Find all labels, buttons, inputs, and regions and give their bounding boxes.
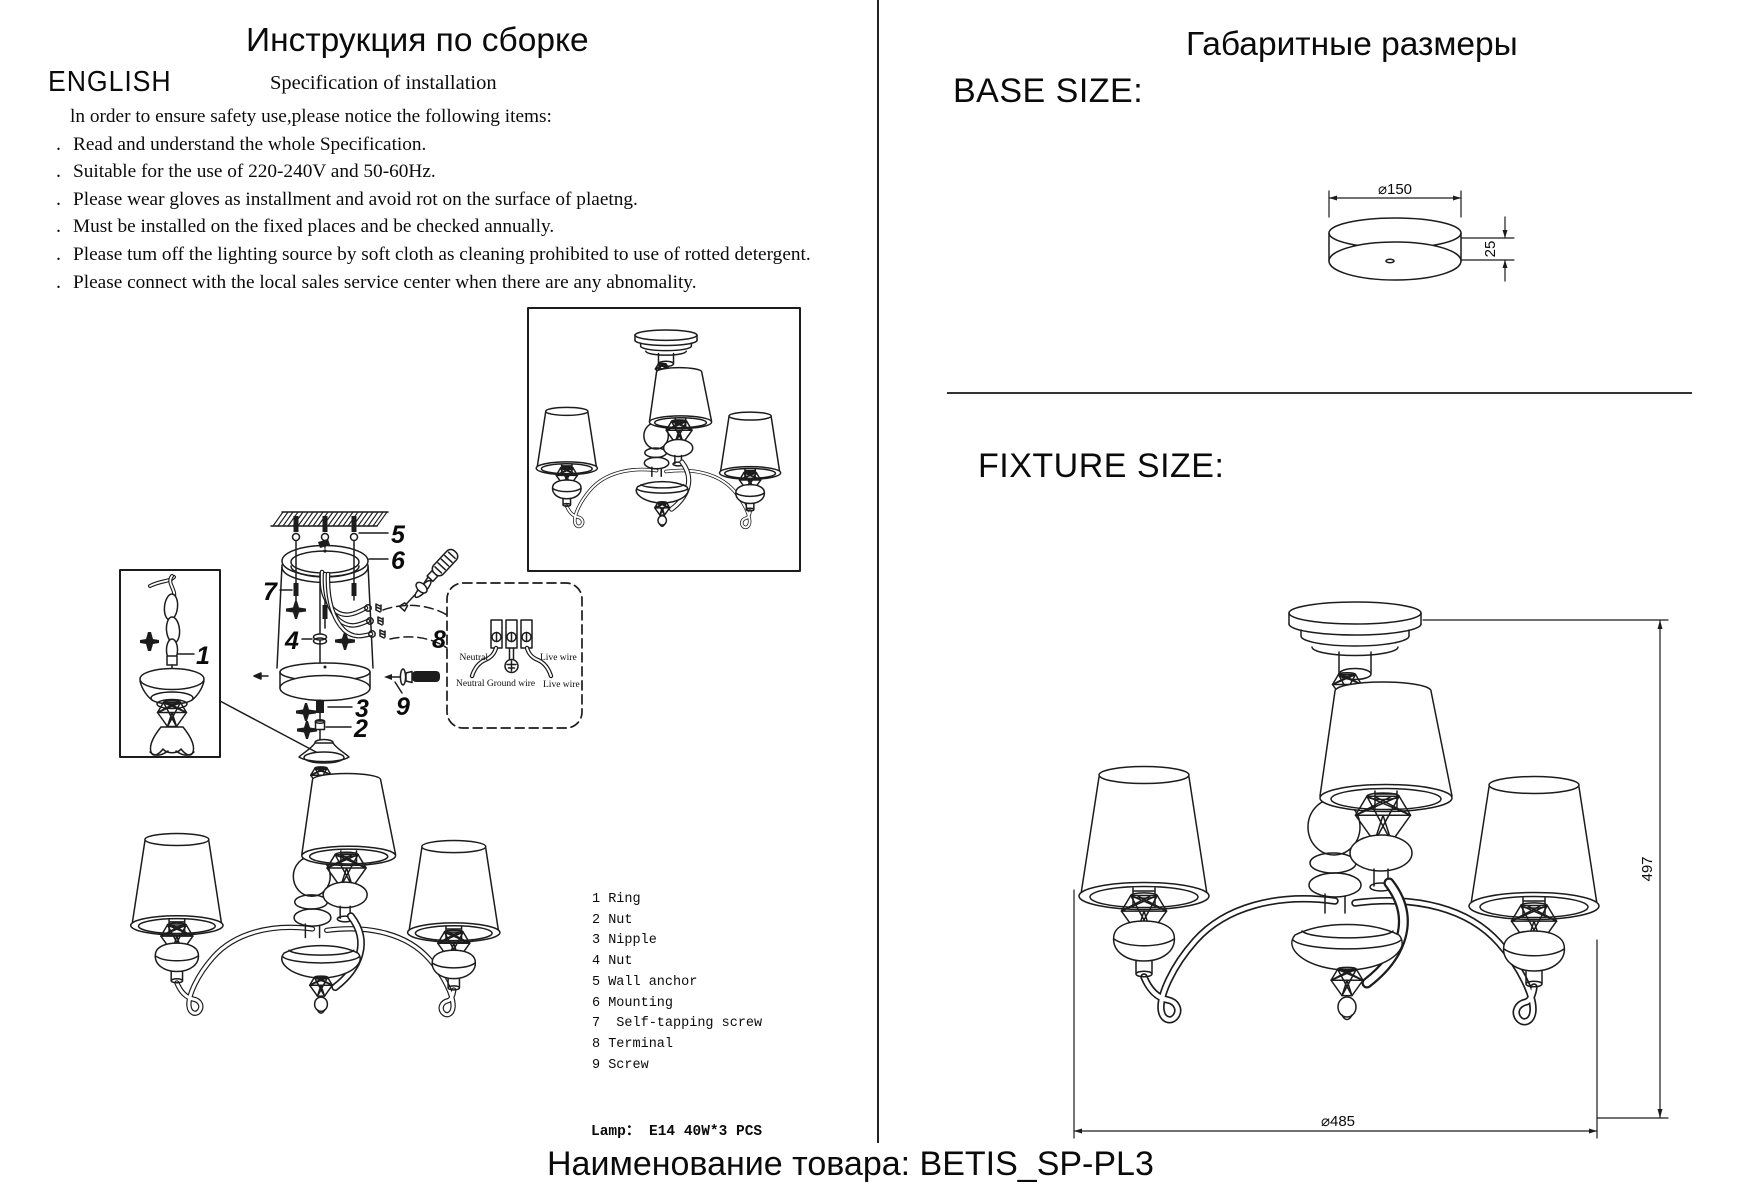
tapping-screws xyxy=(286,578,357,739)
bullet-marker: . xyxy=(56,270,61,293)
bullet-marker: . xyxy=(56,215,61,238)
nipple-and-nut xyxy=(316,700,325,740)
callout-7: 7 xyxy=(263,578,278,606)
bullet-marker: . xyxy=(56,242,61,265)
fixture-height-label: 497 xyxy=(1639,856,1656,881)
spec-item: .Read and understand the whole Specifica… xyxy=(56,131,811,159)
spec-item: .Please wear gloves as installment and a… xyxy=(56,186,811,214)
column-divider xyxy=(877,0,879,1143)
callout-6: 6 xyxy=(391,547,406,575)
parts-list-item: 3 Nipple xyxy=(592,933,657,949)
cross-pin xyxy=(140,632,159,651)
lamp-spec: Lamp： E14 40W*3 PCS xyxy=(591,1124,763,1140)
wiring-label-ground: Ground wire xyxy=(487,679,535,689)
base-height-dimension: 25 xyxy=(1461,217,1514,281)
wiring-diagram: 8 Neutral Live wire Neutral Ground wire … xyxy=(383,583,582,728)
parts-list-item: 6 Mounting xyxy=(592,995,674,1011)
wires xyxy=(319,569,374,639)
spec-item: .Must be installed on the fixed places a… xyxy=(56,213,811,241)
base-diameter-dimension: ⌀150 xyxy=(1329,181,1461,217)
wiring-label-live-top: Live wire xyxy=(540,653,577,663)
exploded-assembly-diagram: 5 6 7 4 xyxy=(100,290,840,1150)
callout-9: 9 xyxy=(396,693,410,721)
wiring-leader xyxy=(390,637,447,648)
leader-9 xyxy=(395,682,402,693)
spec-item: .Please connect with the local sales ser… xyxy=(56,269,811,297)
right-title: Габаритные размеры xyxy=(1186,26,1518,63)
callout-3: 3 xyxy=(355,695,369,723)
screw-9 xyxy=(384,669,440,685)
spec-intro: ln order to ensure safety use,please not… xyxy=(70,106,552,127)
base-cylinder xyxy=(1329,218,1461,280)
chandelier-bell xyxy=(299,740,349,764)
base-height-label: 25 xyxy=(1482,241,1499,258)
fixture-canopy xyxy=(1288,601,1422,681)
fixture-diameter-label: ⌀485 xyxy=(1321,1113,1355,1130)
language-label: ENGLISH xyxy=(48,66,172,98)
fixture-size-drawing: 497 ⌀485 xyxy=(1040,601,1740,1160)
base-diameter-label: ⌀150 xyxy=(1378,181,1412,198)
mounting-ring xyxy=(277,539,373,668)
section-divider xyxy=(947,392,1692,394)
bullet-marker: . xyxy=(56,187,61,210)
callout-8: 8 xyxy=(432,626,446,654)
callout-2: 2 xyxy=(353,715,368,743)
product-caption: Наименование товара: BETIS_SP-PL3 xyxy=(547,1145,1154,1183)
parts-list-item: 8 Terminal xyxy=(592,1036,674,1052)
wiring-leader xyxy=(383,605,447,615)
spec-heading: Specification of installation xyxy=(270,72,497,94)
spec-text: ln order to ensure safety use,please not… xyxy=(56,104,811,296)
parts-list-item: 9 Screw xyxy=(592,1057,649,1073)
fixture-height-dimension: 497 xyxy=(1423,620,1668,1118)
wiring-label-neutral-bottom: Neutral xyxy=(456,679,485,689)
ceiling-hatch xyxy=(271,512,388,526)
parts-list-item: 1 Ring xyxy=(592,892,641,907)
detail-box: 1 xyxy=(120,570,316,757)
assembled-chandelier xyxy=(131,767,500,1015)
assembled-view-box xyxy=(528,308,800,571)
detail-bell xyxy=(140,669,204,756)
base-size-drawing: ⌀150 25 xyxy=(1290,181,1560,300)
parts-list-item: 7 Self-tapping screw xyxy=(592,1016,763,1032)
spec-item: .Please tum off the lighting source by s… xyxy=(56,241,811,269)
left-title: Инструкция по сборке xyxy=(246,22,589,59)
screwdriver xyxy=(397,547,460,613)
wiring-label-live-bottom: Live wire xyxy=(543,680,580,690)
bullet-marker: . xyxy=(56,132,61,155)
parts-list: 1 Ring 2 Nut 3 Nipple 4 Nut 5 Wall ancho… xyxy=(592,890,762,1076)
parts-list-item: 5 Wall anchor xyxy=(592,974,698,990)
parts-list-item: 2 Nut xyxy=(592,912,633,928)
fixture-size-heading: FIXTURE SIZE: xyxy=(978,447,1225,485)
bullet-marker: . xyxy=(56,160,61,183)
parts-list-item: 4 Nut xyxy=(592,954,633,970)
fixture-chandelier xyxy=(1079,673,1599,1022)
canopy-cylinder xyxy=(254,663,370,701)
terminal-block xyxy=(491,620,532,648)
threaded-rod xyxy=(314,574,327,666)
base-size-heading: BASE SIZE: xyxy=(953,72,1144,110)
callout-4: 4 xyxy=(284,627,299,655)
fixture-diameter-dimension: ⌀485 xyxy=(1074,890,1597,1138)
callout-1: 1 xyxy=(196,642,210,670)
wiring-label-neutral-top: Neutral xyxy=(460,653,489,663)
terminal-wires xyxy=(469,645,554,679)
spec-item: .Suitable for the use of 220-240V and 50… xyxy=(56,158,811,186)
chain-and-hook xyxy=(148,574,181,671)
callout-5: 5 xyxy=(391,521,406,549)
